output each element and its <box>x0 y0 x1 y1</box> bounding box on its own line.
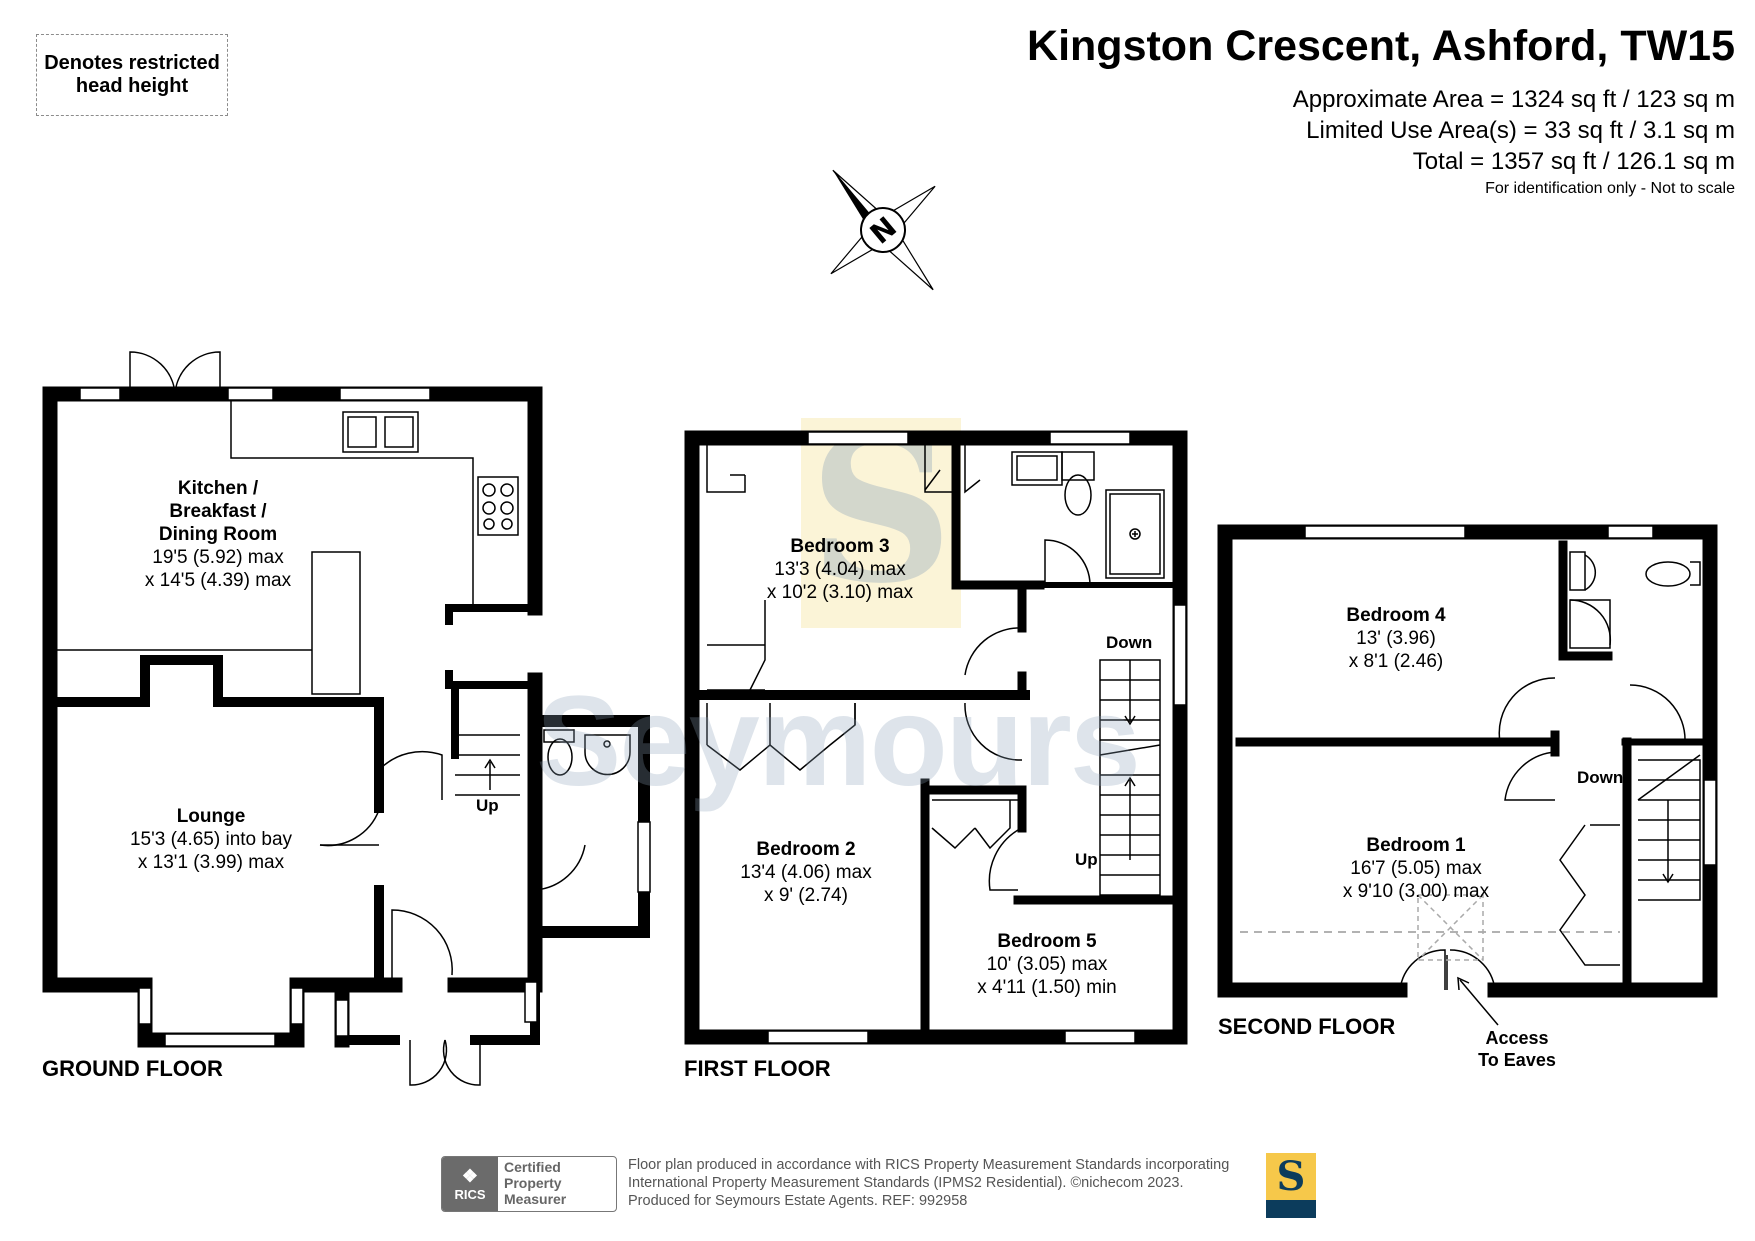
footer-line: Produced for Seymours Estate Agents. REF… <box>628 1193 968 1209</box>
room-dimension: x 9'10 (3.00) max <box>1342 881 1490 902</box>
second-floor-plan <box>1217 524 1718 998</box>
legend-line-1: Denotes restricted <box>44 52 220 74</box>
room-name: Lounge <box>176 806 246 827</box>
rics-logo: ❖ RICS <box>442 1157 498 1211</box>
room-dimension: x 10'2 (3.10) max <box>766 582 914 603</box>
rics-line: Measurer <box>504 1191 567 1207</box>
room-dimension: 16'7 (5.05) max <box>1350 858 1482 879</box>
restricted-height-legend: Denotes restricted head height <box>36 34 228 116</box>
room-bedroom-5: Bedroom 5 10' (3.05) max x 4'11 (1.50) m… <box>977 930 1117 999</box>
legend-line-2: head height <box>75 75 189 97</box>
room-name: Kitchen / <box>177 478 259 499</box>
stairs-up-label: Up <box>1075 850 1098 869</box>
approx-area: Approximate Area = 1324 sq ft / 123 sq m <box>1292 86 1735 113</box>
room-dimension: 13' (3.96) <box>1356 628 1436 649</box>
total-area: Total = 1357 sq ft / 126.1 sq m <box>1412 148 1735 175</box>
room-name: Bedroom 1 <box>1366 835 1466 856</box>
seymours-logo-base <box>1266 1200 1316 1218</box>
footer-line: International Property Measurement Stand… <box>628 1175 1184 1191</box>
room-dimension: 15'3 (4.65) into bay <box>129 829 293 850</box>
rics-line: Property <box>504 1175 562 1191</box>
room-dimension: 19'5 (5.92) max <box>152 547 284 568</box>
room-kitchen: Kitchen / Breakfast / Dining Room 19'5 (… <box>145 477 291 592</box>
stairs-up-label: Up <box>476 796 499 815</box>
rics-badge: ❖ RICS Certified Property Measurer <box>441 1156 617 1212</box>
first-floor-plan <box>684 430 1188 1045</box>
room-name: Bedroom 3 <box>790 536 890 557</box>
room-lounge: Lounge 15'3 (4.65) into bay x 13'1 (3.99… <box>130 805 292 874</box>
identification-note: For identification only - Not to scale <box>1485 180 1735 197</box>
stairs-down-label: Down <box>1106 633 1153 652</box>
room-dimension: x 14'5 (4.39) max <box>144 570 292 591</box>
watermark: Seymours <box>536 670 1141 813</box>
seymours-logo: S <box>1266 1153 1316 1218</box>
rics-crest-icon: ❖ <box>461 1166 479 1186</box>
limited-use-area: Limited Use Area(s) = 33 sq ft / 3.1 sq … <box>1306 117 1735 144</box>
room-bedroom-4: Bedroom 4 13' (3.96) x 8'1 (2.46) <box>1346 604 1445 673</box>
room-name: Bedroom 4 <box>1346 605 1446 626</box>
ground-floor-label: GROUND FLOOR <box>42 1056 223 1081</box>
second-floor-label: SECOND FLOOR <box>1218 1014 1396 1039</box>
footer-line: Floor plan produced in accordance with R… <box>628 1157 1230 1173</box>
seymours-logo-letter: S <box>1266 1153 1316 1200</box>
eaves-line-2: To Eaves <box>1478 1050 1556 1070</box>
stairs-down-label: Down <box>1577 768 1624 787</box>
compass-icon <box>830 169 936 291</box>
rics-logo-text: RICS <box>454 1187 486 1202</box>
room-dimension: 13'3 (4.04) max <box>774 559 906 580</box>
room-bedroom-2: Bedroom 2 13'4 (4.06) max x 9' (2.74) <box>740 838 871 907</box>
room-bedroom-1: Bedroom 1 16'7 (5.05) max x 9'10 (3.00) … <box>1343 834 1489 903</box>
watermark-s-square <box>801 418 961 628</box>
room-name: Bedroom 5 <box>997 931 1097 952</box>
eaves-line-1: Access <box>1485 1028 1549 1048</box>
rics-text: Certified Property Measurer <box>498 1157 616 1211</box>
room-dimension: x 4'11 (1.50) min <box>977 977 1117 998</box>
eaves-access-label: Access To Eaves <box>1478 1027 1556 1071</box>
room-dimension: 13'4 (4.06) max <box>740 862 872 883</box>
room-name: Dining Room <box>158 524 278 545</box>
room-name: Bedroom 2 <box>756 839 856 860</box>
room-dimension: 10' (3.05) max <box>986 954 1108 975</box>
room-bedroom-3: Bedroom 3 13'3 (4.04) max x 10'2 (3.10) … <box>767 535 913 604</box>
first-floor-label: FIRST FLOOR <box>684 1056 831 1081</box>
room-dimension: x 13'1 (3.99) max <box>137 852 285 873</box>
room-name: Breakfast / <box>169 501 267 522</box>
rics-line: Certified <box>504 1159 561 1175</box>
footer-disclaimer: Floor plan produced in accordance with R… <box>628 1156 1229 1210</box>
room-dimension: x 8'1 (2.46) <box>1348 651 1444 672</box>
page-title: Kingston Crescent, Ashford, TW15 <box>1027 22 1735 70</box>
room-dimension: x 9' (2.74) <box>764 885 848 906</box>
